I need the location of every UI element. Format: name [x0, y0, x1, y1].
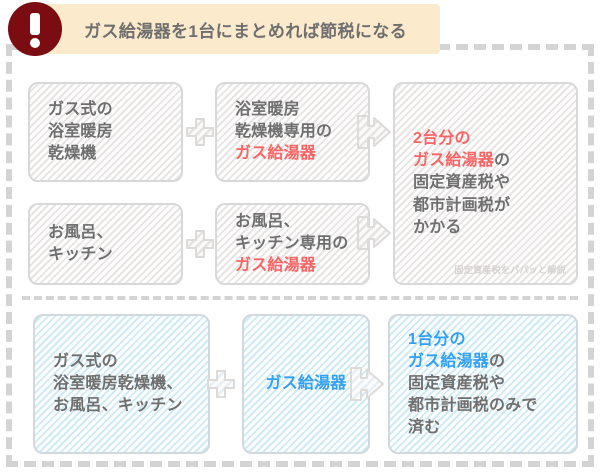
exclamation-dot	[30, 38, 40, 48]
text-line: 固定資産税や	[413, 174, 511, 192]
text-line: 浴室暖房	[235, 100, 300, 118]
plus-icon	[186, 118, 214, 146]
exclamation-circle-icon	[8, 2, 62, 56]
box-bottom-result: 1台分の ガス給湯器の 固定資産税や 都市計画税のみで 済む	[388, 314, 578, 454]
arrow-right-icon	[350, 366, 384, 402]
text-line: ガス給湯器の	[413, 150, 510, 172]
box-top-row2-source: お風呂、 キッチン	[28, 203, 183, 285]
text-line: 都市計画税が	[413, 196, 511, 214]
box-bottom-source: ガス式の 浴室暖房乾燥機、 お風呂、キッチン	[33, 314, 210, 454]
text-tail: の	[494, 152, 511, 170]
text-line: ガス式の	[53, 352, 118, 370]
box-top-result: 2台分の ガス給湯器の 固定資産税や 都市計画税が かかる 固定資産税をパパッと…	[393, 82, 578, 285]
box-bottom-result-text: 1台分の ガス給湯器の 固定資産税や 都市計画税のみで 済む	[390, 329, 538, 439]
text-highlight: ガス給湯器	[413, 152, 495, 170]
text-line-highlight: 1台分の	[408, 330, 466, 348]
text-line: 浴室暖房乾燥機、	[53, 374, 183, 392]
text-line-highlight: ガス給湯器	[235, 145, 317, 163]
text-line-highlight: 2台分の	[413, 130, 471, 148]
text-line: 浴室暖房	[48, 122, 113, 140]
box-top-result-text: 2台分の ガス給湯器の 固定資産税や 都市計画税が かかる	[395, 128, 510, 238]
text-line: ガス式の	[48, 100, 113, 118]
arrow-right-icon	[357, 215, 391, 251]
text-line-highlight: ガス給湯器	[235, 257, 317, 275]
text-line-highlight: ガス給湯器	[265, 374, 347, 392]
box-top-row1-device: 浴室暖房 乾燥機専用の ガス給湯器	[215, 82, 370, 182]
box-bottom-source-text: ガス式の 浴室暖房乾燥機、 お風呂、キッチン	[35, 351, 183, 417]
text-line: かかる	[413, 218, 462, 236]
arrow-right-icon	[357, 114, 391, 150]
watermark: 固定資産税をパパッと解説	[454, 265, 566, 275]
text-line: お風呂、	[48, 223, 113, 241]
page-title: ガス給湯器を1台にまとめれば節税になる	[84, 22, 408, 41]
text-line: ガス給湯器の	[408, 351, 538, 373]
text-line: 済む	[408, 419, 441, 437]
text-line: キッチン	[48, 246, 113, 263]
box-top-row1-source: ガス式の 浴室暖房 乾燥機	[28, 82, 183, 182]
section-divider	[22, 296, 578, 300]
text-line: お風呂、	[235, 212, 300, 230]
text-line: 乾燥機	[48, 145, 97, 163]
plus-icon	[186, 230, 214, 258]
text-line: お風呂、キッチン	[53, 397, 183, 415]
box-top-row1-device-text: 浴室暖房 乾燥機専用の ガス給湯器	[217, 99, 332, 165]
exclamation-bar	[30, 13, 40, 35]
text-line: 都市計画税のみで	[408, 397, 538, 415]
text-line: キッチン専用の	[235, 234, 349, 252]
header: ガス給湯器を1台にまとめれば節税になる	[0, 0, 600, 57]
box-top-row2-device: お風呂、 キッチン専用の ガス給湯器	[215, 203, 370, 285]
box-bottom-device-text: ガス給湯器	[244, 373, 368, 395]
box-bottom-device: ガス給湯器	[242, 314, 370, 454]
header-banner	[40, 4, 440, 54]
box-top-row2-source-text: お風呂、 キッチン	[30, 222, 113, 266]
text-line: 乾燥機専用の	[235, 122, 333, 140]
text-tail: の	[489, 352, 506, 370]
text-highlight: ガス給湯器	[408, 352, 490, 370]
plus-icon	[207, 370, 235, 398]
box-top-row2-device-text: お風呂、 キッチン専用の ガス給湯器	[217, 211, 348, 277]
box-top-row1-source-text: ガス式の 浴室暖房 乾燥機	[30, 99, 113, 165]
text-line: 固定資産税や	[408, 374, 506, 392]
